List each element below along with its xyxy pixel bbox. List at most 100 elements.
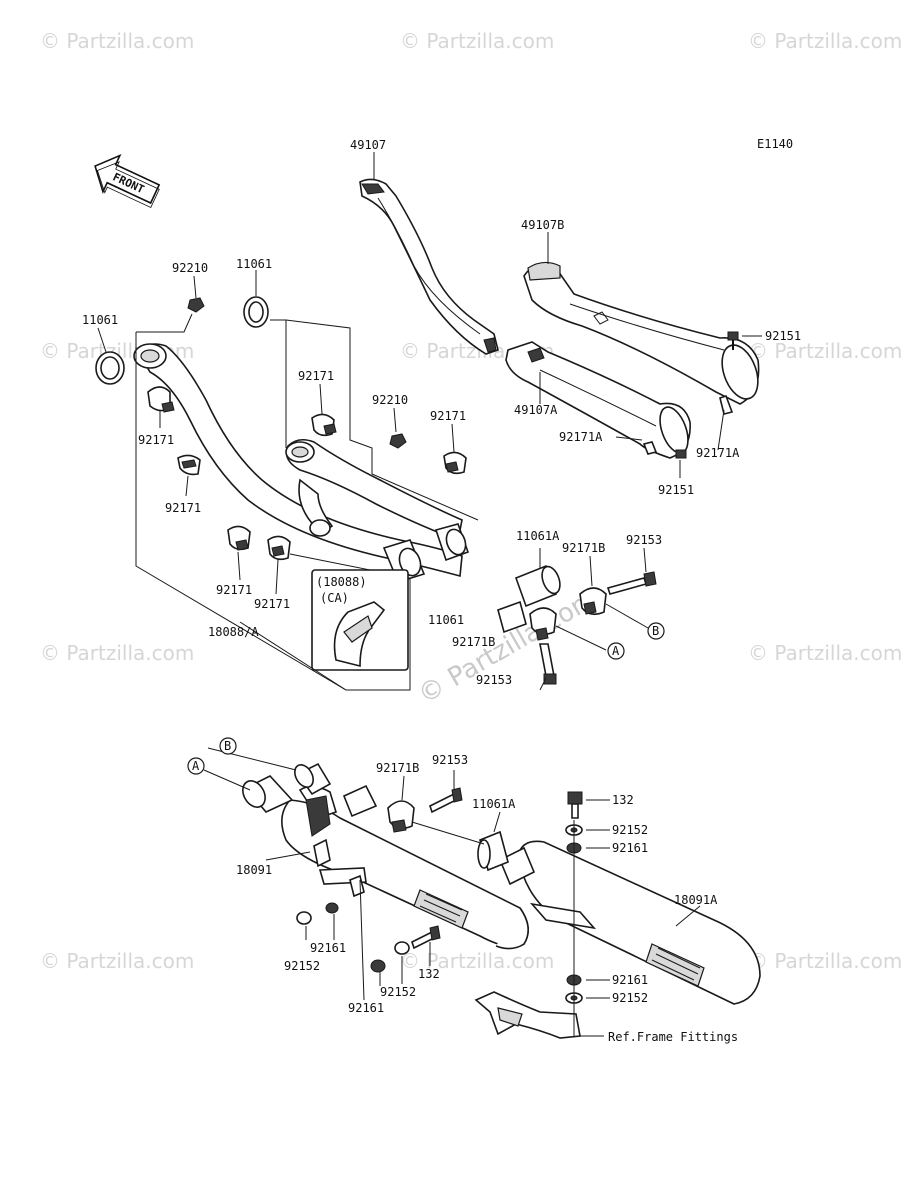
label-92152: 92152: [612, 991, 648, 1005]
clamp-92171: [443, 451, 467, 475]
label-92151: 92151: [765, 329, 801, 343]
label-92152: 92152: [284, 959, 320, 973]
watermark-center: © Partzilla.com: [413, 584, 602, 710]
connector-b-lower: B: [219, 737, 237, 755]
label-92161: 92161: [612, 841, 648, 855]
svg-text:B: B: [652, 624, 659, 638]
clamp-92171: [311, 413, 337, 437]
label-ref-frame-fittings: Ref.Frame Fittings: [608, 1030, 738, 1044]
watermark: © Partzilla.com: [748, 949, 902, 973]
label-18091: 18091: [236, 863, 272, 877]
clamp-92171B: [579, 587, 607, 616]
clamp-92171: [177, 454, 201, 476]
label-132: 132: [418, 967, 440, 981]
nut-92210-mid: [389, 433, 407, 449]
label-92153: 92153: [432, 753, 468, 767]
label-92171: 92171: [298, 369, 334, 383]
label-18088A: 18088/A: [208, 625, 259, 639]
heat-guard-49107B: [523, 261, 760, 405]
washer-92161: [370, 959, 386, 973]
gasket-11061-top: [243, 296, 269, 328]
bolt-132-top: [567, 791, 583, 819]
label-92171A: 92171A: [559, 430, 603, 444]
svg-text:A: A: [192, 759, 200, 773]
label-92171: 92171: [216, 583, 252, 597]
bolt-92153: [539, 643, 557, 685]
connector-a-upper: A: [607, 642, 625, 660]
svg-text:A: A: [612, 644, 620, 658]
label-132: 132: [612, 793, 634, 807]
washer-92152: [296, 911, 312, 925]
part-labels: 49107 49107B 92151 49107A 92171A 92171A …: [82, 138, 801, 1044]
label-92171: 92171: [165, 501, 201, 515]
label-18091A: 18091A: [674, 893, 718, 907]
heat-guard-49107: [359, 178, 499, 355]
gasket-11061-left: [95, 351, 125, 385]
label-92161: 92161: [612, 973, 648, 987]
label-92171: 92171: [138, 433, 174, 447]
heat-guard-49107A: [505, 341, 691, 459]
label-11061A: 11061A: [472, 797, 516, 811]
nut-92210-left: [187, 297, 205, 313]
label-11061A: 11061A: [516, 529, 560, 543]
clamp-92171: [227, 525, 251, 551]
collar-11061-mid: [497, 600, 527, 634]
watermark: © Partzilla.com: [40, 949, 194, 973]
washer-92152: [394, 941, 410, 955]
label-92153: 92153: [476, 673, 512, 687]
watermark: © Partzilla.com: [748, 29, 902, 53]
bolt-92151-bottom: [675, 449, 687, 459]
label-92210: 92210: [172, 261, 208, 275]
frame-fitting-bracket: [474, 991, 581, 1039]
washer-92161: [325, 902, 339, 914]
clamp-92171: [267, 535, 291, 561]
label-92153: 92153: [626, 533, 662, 547]
collar-11061A: [514, 564, 561, 608]
clamp-92171: [147, 386, 175, 413]
muffler-18091: [242, 762, 529, 950]
exhaust-pipe-18088: [133, 343, 470, 583]
label-92171B: 92171B: [562, 541, 605, 555]
label-11061: 11061: [428, 613, 464, 627]
label-92171B: 92171B: [452, 635, 495, 649]
label-49107A: 49107A: [514, 403, 558, 417]
label-92171: 92171: [430, 409, 466, 423]
label-92161: 92161: [310, 941, 346, 955]
watermark: © Partzilla.com: [40, 641, 194, 665]
clip-92171A-left: [642, 441, 658, 455]
watermark: © Partzilla.com: [748, 339, 902, 363]
label-49107: 49107: [350, 138, 386, 152]
label-92171B: 92171B: [376, 761, 419, 775]
connector-a-lower: A: [187, 757, 205, 775]
label-92171A: 92171A: [696, 446, 740, 460]
bolt-92153-lower: [429, 787, 463, 814]
diagram-code: E1140: [757, 137, 793, 151]
bolt-92153: [606, 571, 657, 595]
clamp-92171B-lower: [387, 800, 415, 833]
label-92210: 92210: [372, 393, 408, 407]
label-92152: 92152: [380, 985, 416, 999]
leader: [136, 313, 193, 333]
label-11061: 11061: [236, 257, 272, 271]
front-arrow-icon: FRONT: [94, 153, 161, 209]
leader-lines: [97, 152, 762, 1037]
label-92152: 92152: [612, 823, 648, 837]
bolt-92151-top: [727, 331, 739, 350]
svg-text:B: B: [224, 739, 231, 753]
watermark: © Partzilla.com: [748, 641, 902, 665]
leader: [285, 319, 479, 521]
watermark: © Partzilla.com: [400, 29, 554, 53]
label-49107B: 49107B: [521, 218, 564, 232]
leader: [270, 319, 287, 448]
label-92171: 92171: [254, 597, 290, 611]
inset-region: (CA): [320, 591, 349, 605]
watermark: © Partzilla.com: [400, 949, 554, 973]
label-92151: 92151: [658, 483, 694, 497]
label-11061: 11061: [82, 313, 118, 327]
muffler-18091A: [498, 840, 761, 1005]
watermark: © Partzilla.com: [40, 29, 194, 53]
clip-92171A-right: [719, 394, 734, 415]
collar-11061A-lower: [477, 830, 509, 872]
label-92161: 92161: [348, 1001, 384, 1015]
